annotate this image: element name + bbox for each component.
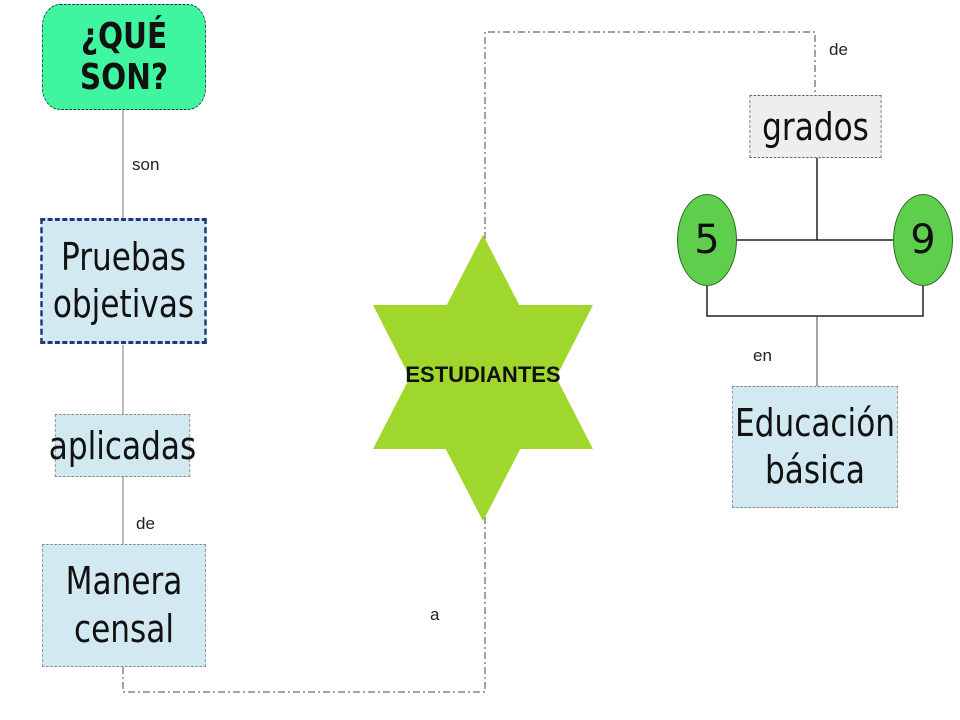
pruebas-node: Pruebas objetivas — [40, 218, 207, 344]
grade-5-text: 5 — [694, 217, 720, 263]
title-node: ¿QUÉ SON? — [42, 4, 206, 110]
label-son: son — [132, 155, 160, 174]
aplicadas-node: aplicadas — [49, 414, 196, 477]
educacion-node-text: Educación básica — [734, 400, 896, 493]
grados-node-text: grados — [762, 104, 869, 149]
grados-node: grados — [749, 95, 882, 158]
grade-9-circle: 9 — [893, 194, 953, 286]
manera-node: Manera censal — [42, 544, 206, 667]
label-de-top: de — [829, 40, 848, 59]
label-de-left: de — [136, 514, 155, 533]
educacion-node: Educación básica — [732, 386, 898, 508]
title-node-text: ¿QUÉ SON? — [79, 16, 169, 98]
manera-node-text: Manera censal — [65, 559, 183, 651]
estudiantes-label: ESTUDIANTES — [405, 362, 561, 387]
grade-5-circle: 5 — [677, 194, 737, 286]
label-a: a — [430, 605, 440, 624]
aplicadas-node-text: aplicadas — [48, 423, 197, 468]
grade-9-text: 9 — [910, 217, 936, 263]
pruebas-node-text: Pruebas objetivas — [52, 234, 195, 327]
label-en: en — [753, 346, 772, 365]
estudiantes-star-upper — [373, 235, 593, 449]
connector-circles-bracket — [706, 286, 924, 317]
